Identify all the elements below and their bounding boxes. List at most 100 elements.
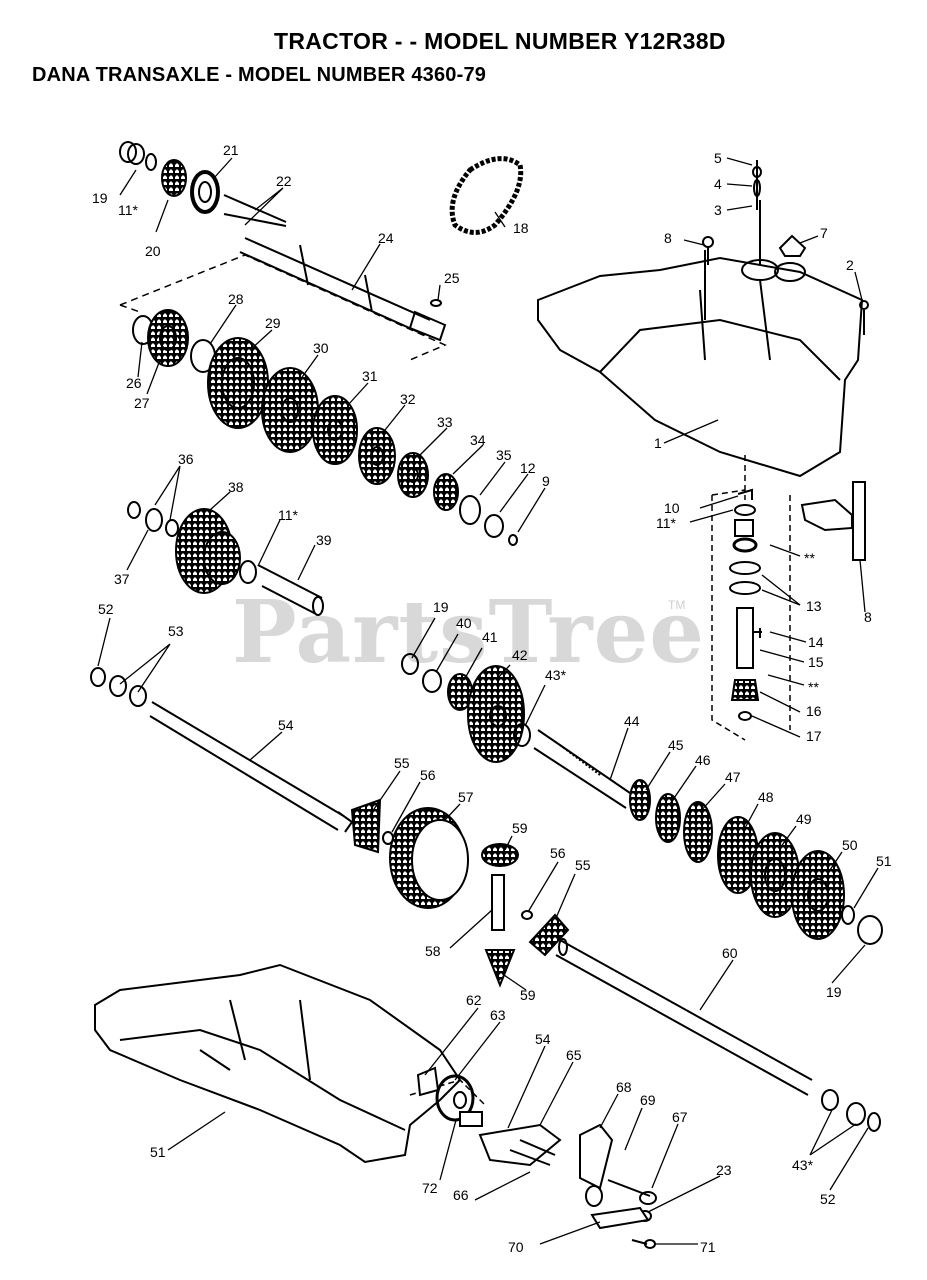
shift-lever: [800, 481, 866, 561]
callout-44: 44: [624, 713, 640, 729]
callout-49: 49: [796, 811, 812, 827]
housing-fasteners: [702, 160, 869, 335]
callout-10: 10: [664, 500, 680, 516]
callout-56b: 56: [550, 845, 566, 861]
shaft-bracket-dashed: [119, 254, 447, 361]
callout-51b: 51: [150, 1144, 166, 1160]
shift-shaft-stack: [729, 488, 762, 721]
callout-63: 63: [490, 1007, 506, 1023]
callout-double-star-2: **: [808, 679, 819, 695]
callout-53: 53: [168, 623, 184, 639]
callout-45: 45: [668, 737, 684, 753]
callout-66: 66: [453, 1187, 469, 1203]
parts-tree-watermark: PartsTree: [232, 582, 706, 683]
callout-34: 34: [470, 432, 486, 448]
callout-70: 70: [508, 1239, 524, 1255]
callout-71: 71: [700, 1239, 716, 1255]
gear-stack-upper: [132, 309, 518, 546]
right-axle-60: [555, 938, 881, 1132]
callout-65: 65: [566, 1047, 582, 1063]
callout-32: 32: [400, 391, 416, 407]
callout-2: 2: [846, 257, 854, 273]
callout-29: 29: [265, 315, 281, 331]
callout-20: 20: [145, 243, 161, 259]
callout-25: 25: [444, 270, 460, 286]
callout-43b: 43*: [792, 1157, 814, 1173]
shift-shaft-guide-dashed: [711, 455, 791, 741]
callout-38: 38: [228, 479, 244, 495]
callout-1: 1: [654, 435, 662, 451]
callout-69: 69: [640, 1092, 656, 1108]
callout-19a: 19: [92, 190, 108, 206]
callout-21: 21: [223, 142, 239, 158]
callout-56a: 56: [420, 767, 436, 783]
callout-68: 68: [616, 1079, 632, 1095]
spider-gears: [481, 843, 570, 988]
left-axle-group: [90, 667, 354, 833]
callout-52a: 52: [98, 601, 114, 617]
callout-39: 39: [316, 532, 332, 548]
callout-40: 40: [456, 615, 472, 631]
callout-37: 37: [114, 571, 130, 587]
callout-9: 9: [542, 473, 550, 489]
callout-59b: 59: [520, 987, 536, 1003]
callout-72: 72: [422, 1180, 438, 1196]
drive-chain: [449, 156, 524, 235]
callout-22: 22: [276, 173, 292, 189]
callout-11a: 11*: [118, 202, 139, 218]
callout-60: 60: [722, 945, 738, 961]
callout-57: 57: [458, 789, 474, 805]
lower-case-housing: [94, 963, 486, 1164]
callout-11b: 11*: [278, 507, 299, 523]
callout-58: 58: [425, 943, 441, 959]
ring-gear-57: [389, 807, 469, 909]
callout-50: 50: [842, 837, 858, 853]
gear-stack-lower: [629, 779, 883, 945]
diagram-subtitle: DANA TRANSAXLE - MODEL NUMBER 4360-79: [32, 64, 487, 86]
callout-17: 17: [806, 728, 822, 744]
callout-8b: 8: [864, 609, 872, 625]
callout-26: 26: [126, 375, 142, 391]
callout-27: 27: [134, 395, 150, 411]
callout-11c: 11*: [656, 515, 677, 531]
callout-54a: 54: [278, 717, 294, 733]
callout-51a: 51: [876, 853, 892, 869]
callout-35: 35: [496, 447, 512, 463]
callout-52b: 52: [820, 1191, 836, 1207]
callout-42: 42: [512, 647, 528, 663]
callout-30: 30: [313, 340, 329, 356]
callout-8a: 8: [664, 230, 672, 246]
callout-59a: 59: [512, 820, 528, 836]
callout-4: 4: [714, 176, 722, 192]
callout-47: 47: [725, 769, 741, 785]
callout-28: 28: [228, 291, 244, 307]
callout-41: 41: [482, 629, 498, 645]
callout-48: 48: [758, 789, 774, 805]
callout-16: 16: [806, 703, 822, 719]
callout-46: 46: [695, 752, 711, 768]
callout-labels: 19 11* 20 21 22 18 24 25 26 27 28 29 30 …: [92, 142, 892, 1255]
callout-23: 23: [716, 1162, 732, 1178]
callout-13: 13: [806, 598, 822, 614]
leader-lines: [97, 157, 879, 1245]
callout-43a: 43*: [545, 667, 567, 683]
callout-54b: 54: [535, 1031, 551, 1047]
callout-12: 12: [520, 460, 536, 476]
callout-3: 3: [714, 202, 722, 218]
callout-36: 36: [178, 451, 194, 467]
callout-5: 5: [714, 150, 722, 166]
diagram-title: TRACTOR - - MODEL NUMBER Y12R38D: [274, 28, 726, 54]
upper-case-housing: [537, 200, 864, 478]
input-shaft-group: [119, 141, 447, 342]
gear-cluster-38: [127, 501, 324, 616]
callout-18: 18: [513, 220, 529, 236]
callout-24: 24: [378, 230, 394, 246]
callout-33: 33: [437, 414, 453, 430]
differential-bevel-55: [350, 798, 394, 854]
watermark-trademark: TM: [668, 598, 686, 612]
callout-31: 31: [362, 368, 378, 384]
countershaft-group: [401, 653, 631, 809]
callout-19b: 19: [433, 599, 449, 615]
callout-55b: 55: [575, 857, 591, 873]
